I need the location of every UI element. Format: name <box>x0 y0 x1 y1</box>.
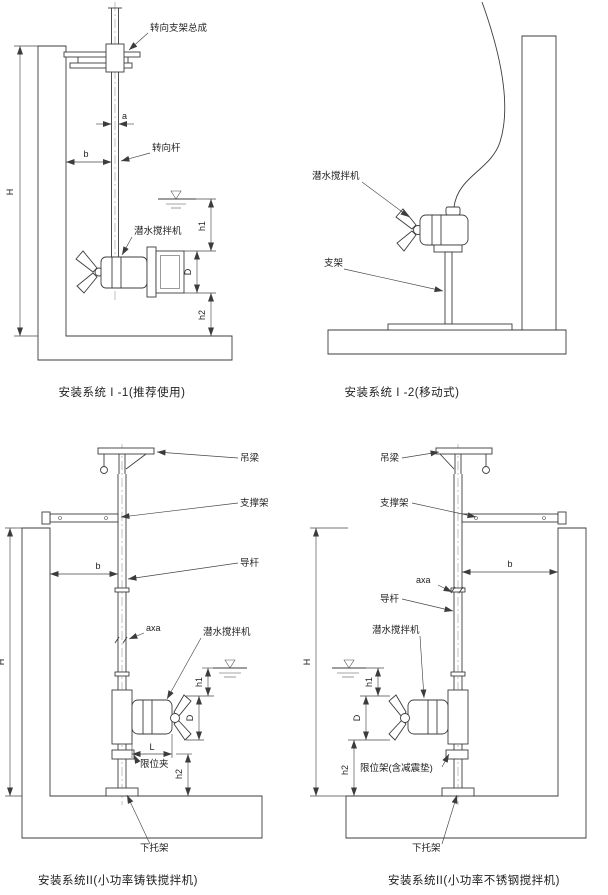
concrete-wall-and-floor <box>37 45 233 361</box>
dim-D: D <box>185 714 195 721</box>
caption-system-II-stainless: 安装系统II(小功率不锈钢搅拌机) <box>388 873 560 887</box>
dimensions: H b h1 D h2 <box>302 527 558 797</box>
limit-clamp-drawing <box>111 749 135 760</box>
callouts: 吊梁 支撑架 axa 导杆 潜水搅拌机 限位架(含减震垫) 下托架 <box>360 450 477 854</box>
limit-frame-drawing <box>445 749 469 760</box>
label-limit-frame: 限位架(含减震垫) <box>360 762 433 774</box>
water-level-symbol <box>213 659 247 678</box>
submersible-mixer-drawing <box>388 689 469 745</box>
label-bottom-bracket: 下托架 <box>412 842 441 854</box>
dimensions: H b h1 D L h2 <box>0 527 214 797</box>
concrete-wall <box>521 35 557 331</box>
panel-installation-system-II-stainless: 吊梁 支撑架 axa 导杆 潜水搅拌机 限位架(含减震垫) 下托架 H b <box>302 444 587 887</box>
axa-section-ticks <box>114 636 128 644</box>
label-guide-rod: 导杆 <box>380 593 400 605</box>
dim-h1: h1 <box>194 677 204 687</box>
label-submersible-mixer: 潜水搅拌机 <box>372 624 420 636</box>
dim-axa: axa <box>416 575 431 585</box>
power-cable <box>453 1 506 208</box>
support-stand-drawing <box>387 244 513 331</box>
callouts: 转向支架总成 转向杆 潜水搅拌机 <box>120 22 208 256</box>
dim-b: b <box>95 561 100 571</box>
lifting-beam-drawing <box>435 447 493 474</box>
dim-h2: h2 <box>197 310 207 320</box>
dim-D: D <box>183 268 193 275</box>
water-level-symbol <box>332 659 366 678</box>
callouts: 吊梁 支撑架 导杆 axa 潜水搅拌机 限位夹 下托架 <box>120 449 269 854</box>
label-limit-clamp: 限位夹 <box>140 758 169 770</box>
label-bottom-bracket: 下托架 <box>140 842 169 854</box>
dim-h2: h2 <box>174 769 184 779</box>
concrete-floor <box>327 329 567 355</box>
dim-h1: h1 <box>197 221 207 231</box>
dim-D: D <box>352 714 362 721</box>
label-lifting-beam: 吊梁 <box>380 452 400 464</box>
bottom-bracket-drawing <box>105 787 139 797</box>
label-steering-rod: 转向杆 <box>152 142 181 154</box>
steering-bracket-assembly-drawing <box>63 43 141 73</box>
water-level-symbol <box>158 190 196 209</box>
caption-system-I-2: 安装系统 I -2(移动式) <box>345 385 460 399</box>
dim-h1: h1 <box>364 677 374 687</box>
support-frame-drawing <box>461 511 567 525</box>
panel-installation-system-I-1: 转向支架总成 转向杆 潜水搅拌机 a b H h1 <box>5 2 233 399</box>
label-submersible-mixer: 潜水搅拌机 <box>312 170 360 182</box>
caption-system-II-cast-iron: 安装系统II(小功率铸铁搅拌机) <box>38 873 198 887</box>
dimensions: a b H h1 D h2 <box>5 45 216 337</box>
label-steering-bracket-assembly: 转向支架总成 <box>150 22 208 34</box>
label-lifting-beam: 吊梁 <box>240 452 260 464</box>
submersible-mixer-drawing <box>111 689 192 745</box>
caption-system-I-1: 安装系统 I -1(推荐使用) <box>59 385 186 399</box>
dim-h2: h2 <box>340 765 350 775</box>
submersible-mixer-drawing <box>395 206 469 252</box>
label-support-stand: 支架 <box>324 257 344 269</box>
lifting-beam-drawing <box>97 447 155 474</box>
bottom-bracket-drawing <box>441 787 475 797</box>
concrete-wall-and-floor <box>21 527 263 839</box>
dim-H: H <box>5 189 15 196</box>
label-guide-rod: 导杆 <box>240 557 260 569</box>
panel-installation-system-II-cast-iron: 吊梁 支撑架 导杆 axa 潜水搅拌机 限位夹 下托架 H b <box>0 444 269 887</box>
dim-axa: axa <box>146 623 161 633</box>
callouts: 潜水搅拌机 支架 <box>312 170 444 293</box>
dim-L: L <box>149 742 154 752</box>
label-submersible-mixer: 潜水搅拌机 <box>134 225 182 237</box>
submersible-mixer-drawing <box>75 246 185 298</box>
label-support-frame: 支撑架 <box>240 497 269 509</box>
label-support-frame: 支撑架 <box>380 497 409 509</box>
support-frame-drawing <box>41 511 119 525</box>
dim-a: a <box>122 111 127 121</box>
dim-b: b <box>83 149 88 159</box>
dim-b: b <box>507 559 512 569</box>
panel-installation-system-I-2: 潜水搅拌机 支架 安装系统 I -2(移动式) <box>312 1 567 399</box>
label-submersible-mixer: 潜水搅拌机 <box>203 626 251 638</box>
dim-H: H <box>302 659 312 666</box>
dim-H: H <box>0 659 6 666</box>
